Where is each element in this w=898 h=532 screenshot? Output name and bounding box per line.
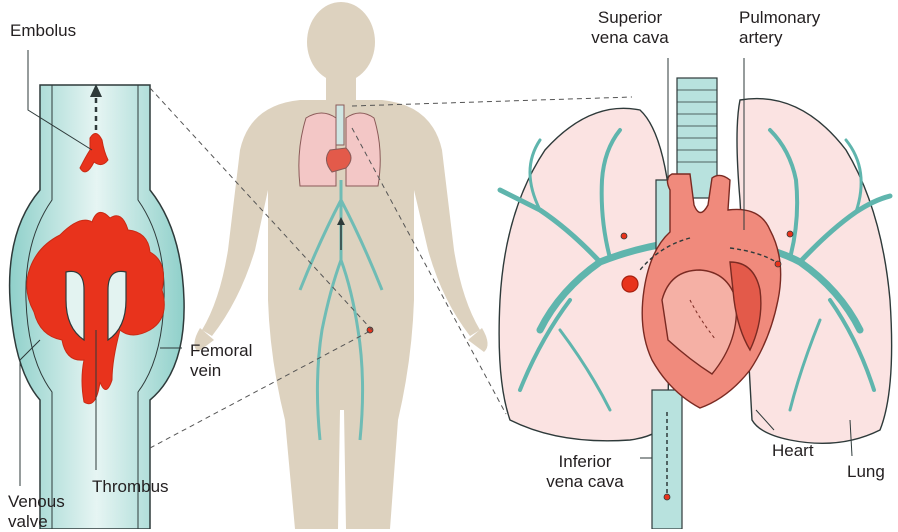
label-thrombus: Thrombus [92, 477, 169, 497]
label-pulmonary-artery: Pulmonary artery [739, 8, 820, 48]
label-superior-vena-cava-line1: Superior [580, 8, 680, 28]
label-venous-valve-line2: valve [8, 512, 65, 532]
lung-clot-marker-3 [775, 261, 781, 267]
label-femoral-vein: Femoral vein [190, 341, 252, 381]
label-superior-vena-cava-line2: vena cava [580, 28, 680, 48]
label-femoral-vein-line1: Femoral [190, 341, 252, 361]
inferior-vena-cava [652, 390, 682, 529]
label-embolus: Embolus [10, 21, 76, 41]
label-venous-valve: Venous valve [8, 492, 65, 532]
label-pulmonary-artery-line1: Pulmonary [739, 8, 820, 28]
label-superior-vena-cava: Superior vena cava [580, 8, 680, 48]
label-inferior-vena-cava-line1: Inferior [530, 452, 640, 472]
human-body-silhouette [194, 2, 487, 529]
lung-clot-marker-1 [621, 233, 627, 239]
label-heart: Heart [772, 441, 814, 461]
label-femoral-vein-line2: vein [190, 361, 252, 381]
label-venous-valve-line1: Venous [8, 492, 65, 512]
pulmonary-embolus [622, 276, 638, 292]
inferior-vena-cava-clot [664, 494, 670, 500]
label-pulmonary-artery-line2: artery [739, 28, 820, 48]
label-inferior-vena-cava: Inferior vena cava [530, 452, 640, 492]
label-inferior-vena-cava-line2: vena cava [530, 472, 640, 492]
lung-clot-marker-2 [787, 231, 793, 237]
label-lung: Lung [847, 462, 885, 482]
